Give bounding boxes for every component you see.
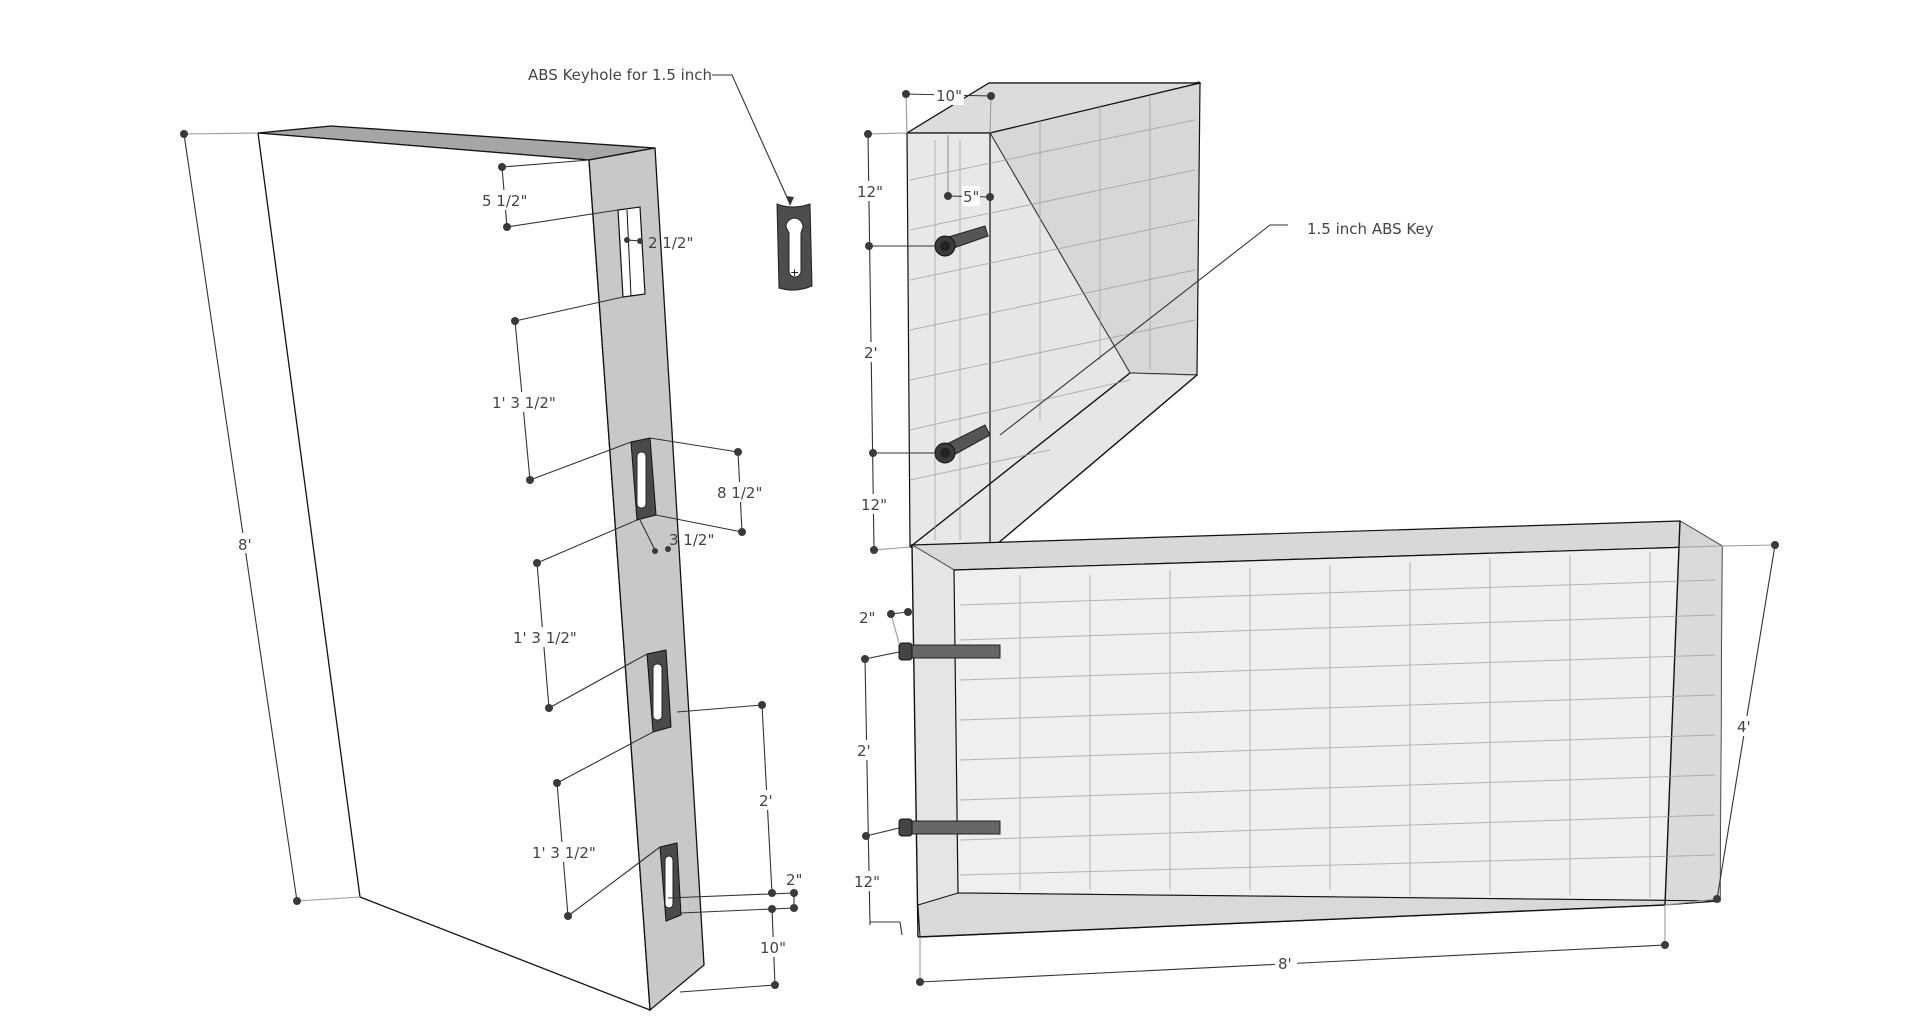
key-inset-label: 5" [963, 188, 979, 206]
abs-key [934, 424, 991, 464]
top-offset-label: 5 1/2" [482, 192, 527, 210]
spacing-2-label: 1' 3 1/2" [513, 629, 577, 647]
keyhole-slot [630, 437, 657, 521]
end-panel [904, 81, 1202, 551]
end-key-spacing-label: 2' [864, 344, 878, 362]
left-post [257, 125, 705, 1012]
wall-panel [898, 520, 1725, 938]
slot-depth-label: 3 1/2" [669, 531, 714, 549]
end-panel-dimensions: 10" 5" 12" 2' 12" [855, 85, 995, 554]
wall-panel-dimensions: 2" 2' 12" 4' 8' [852, 541, 1779, 986]
wall-key-spacing-label: 2' [857, 742, 871, 760]
end-key-to-bottom-label: 12" [861, 496, 887, 514]
keyhole-slot [646, 649, 672, 733]
wall-height-label: 4' [1737, 718, 1751, 736]
keyhole-slot [659, 842, 682, 922]
svg-text:+: + [790, 266, 799, 279]
bottom-offset-label: 2' [759, 792, 773, 810]
end-panel-thickness-label: 10" [936, 87, 962, 105]
key-callout: 1.5 inch ABS Key [999, 220, 1434, 436]
post-thickness-label: 10" [760, 939, 786, 957]
wall-length-label: 8' [1278, 955, 1292, 973]
key-callout-label: 1.5 inch ABS Key [1307, 220, 1434, 238]
keyhole-callout-label: ABS Keyhole for 1.5 inch [528, 66, 712, 84]
top-to-key-label: 12" [857, 183, 883, 201]
spacing-3-label: 1' 3 1/2" [532, 844, 596, 862]
spacing-1-label: 1' 3 1/2" [492, 394, 556, 412]
wall-key-to-bottom-label: 12" [854, 873, 880, 891]
abs-keyhole-part: + [776, 203, 813, 291]
left-post-dimensions: 8' 5 1/2" 2 1/2" 1' 3 1/2" 8 1/2" 3 1/2" [180, 130, 802, 993]
abs-key [934, 225, 989, 257]
abs-key [898, 818, 1001, 837]
left-post-height-label: 8' [238, 536, 252, 554]
abs-key [898, 642, 1001, 661]
key-protrusion-label: 2" [859, 609, 875, 627]
slot-width-label: 2 1/2" [648, 234, 693, 252]
slot-height-label: 8 1/2" [717, 484, 762, 502]
edge-offset-label: 2" [786, 871, 802, 889]
keyhole-callout: ABS Keyhole for 1.5 inch [528, 66, 794, 206]
